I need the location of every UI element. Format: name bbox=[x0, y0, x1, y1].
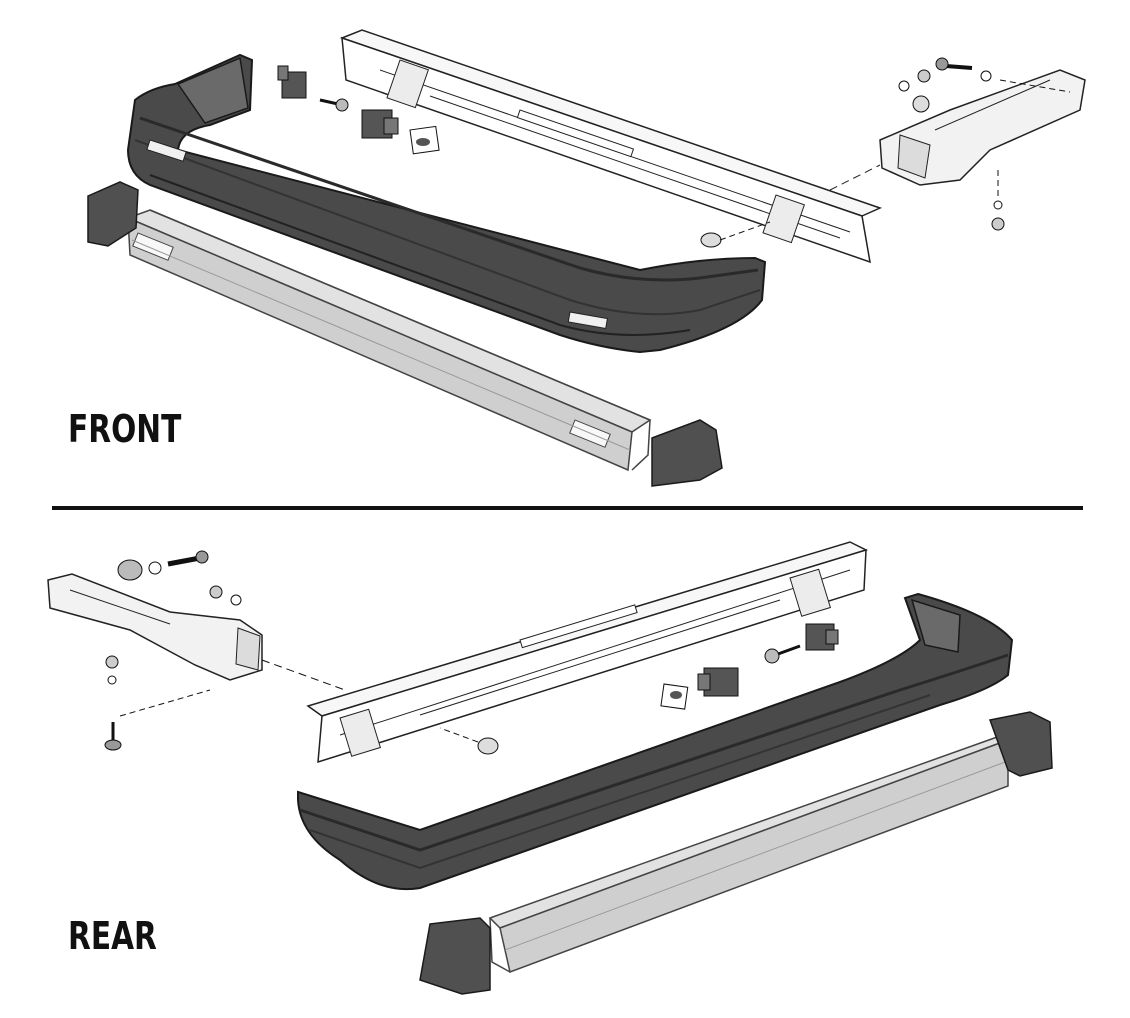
rear-retainer-clip-2 bbox=[805, 623, 839, 651]
rear-retainer-clip-1 bbox=[697, 667, 739, 697]
rear-end-cap-left bbox=[419, 917, 491, 995]
rear-assembly bbox=[47, 541, 1053, 995]
front-bolt-1 bbox=[319, 98, 349, 112]
rear-end-cap-right bbox=[988, 711, 1053, 777]
front-end-cap-left bbox=[87, 181, 139, 247]
front-reinforcement-bar bbox=[339, 29, 883, 264]
front-bracket-hardware bbox=[898, 57, 1071, 231]
rear-gasket bbox=[660, 683, 689, 710]
front-gasket bbox=[409, 125, 440, 155]
section-divider bbox=[52, 506, 1083, 510]
front-retainer-clip-1 bbox=[277, 65, 307, 99]
rear-bolt-1 bbox=[764, 644, 801, 664]
front-end-cap-right bbox=[651, 419, 723, 487]
front-assembly bbox=[87, 29, 1086, 487]
front-bumper-cover bbox=[126, 53, 767, 354]
rear-mounting-bracket bbox=[47, 573, 263, 681]
front-section-label: FRONT bbox=[68, 407, 182, 451]
rear-impact-strip bbox=[488, 735, 1010, 974]
rear-bolt-vertical bbox=[104, 722, 122, 751]
front-retainer-clip-2 bbox=[361, 109, 399, 139]
front-impact-strip bbox=[125, 209, 652, 472]
rear-rivet bbox=[439, 727, 499, 755]
front-rivet bbox=[700, 221, 771, 248]
rear-section-label: REAR bbox=[68, 914, 157, 958]
rear-bracket-hardware bbox=[104, 550, 346, 751]
front-mounting-bracket bbox=[829, 69, 1086, 191]
rear-bumper-cover bbox=[297, 592, 1014, 891]
rear-reinforcement-bar bbox=[306, 541, 869, 764]
